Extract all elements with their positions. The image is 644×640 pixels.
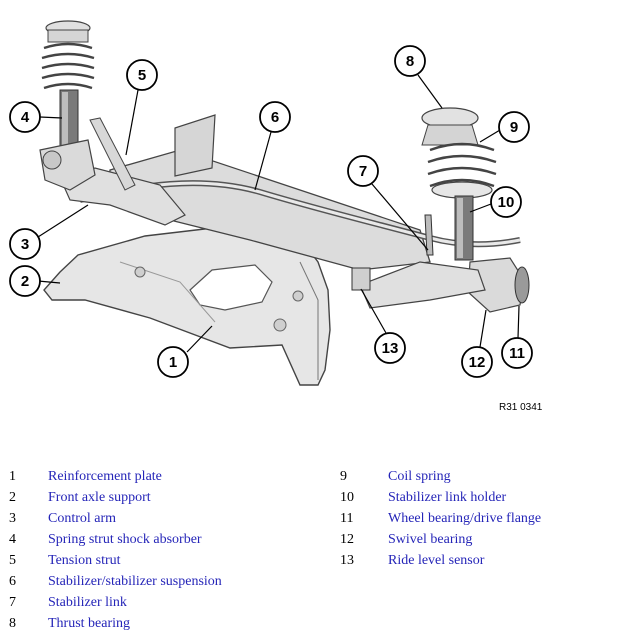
legend-label: Spring strut shock absorber xyxy=(48,532,202,547)
legend-number: 10 xyxy=(340,490,354,505)
svg-text:12: 12 xyxy=(469,354,486,371)
ride-level-sensor xyxy=(351,267,371,291)
legend-number: 8 xyxy=(9,616,16,631)
legend-number: 1 xyxy=(9,469,16,484)
legend-number: 7 xyxy=(9,595,16,610)
callout-7: 7 xyxy=(347,155,379,187)
legend-label: Reinforcement plate xyxy=(48,469,162,484)
legend-number: 4 xyxy=(9,532,16,547)
legend-label: Stabilizer link xyxy=(48,595,127,610)
callout-markers: 1 2 3 4 5 6 7 8 9 10 11 12 13 xyxy=(9,45,533,378)
svg-text:8: 8 xyxy=(406,53,414,70)
legend-number: 9 xyxy=(340,469,347,484)
legend-number: 6 xyxy=(9,574,16,589)
left-control-arm xyxy=(61,167,186,226)
legend-label: Ride level sensor xyxy=(388,553,485,568)
left-strut-assembly xyxy=(39,20,96,191)
tension-strut xyxy=(89,117,136,191)
legend-label: Tension strut xyxy=(48,553,121,568)
callout-13: 13 xyxy=(374,332,406,364)
svg-text:9: 9 xyxy=(510,119,518,136)
legend-number: 13 xyxy=(340,553,354,568)
legend-label: Coil spring xyxy=(388,469,451,484)
legend-label: Swivel bearing xyxy=(388,532,473,547)
svg-text:6: 6 xyxy=(271,109,279,126)
callout-9: 9 xyxy=(498,111,530,143)
callout-11: 11 xyxy=(501,337,533,369)
svg-text:5: 5 xyxy=(138,67,146,84)
reinforcement-plate-shape xyxy=(43,225,331,386)
svg-text:10: 10 xyxy=(498,194,515,211)
figure-reference-code: R31 0341 xyxy=(499,402,543,413)
legend-number: 5 xyxy=(9,553,16,568)
callout-4: 4 xyxy=(9,101,41,133)
callout-1: 1 xyxy=(157,346,189,378)
callout-2: 2 xyxy=(9,265,41,297)
callout-3: 3 xyxy=(9,228,41,260)
callout-6: 6 xyxy=(259,101,291,133)
legend-number: 3 xyxy=(9,511,16,526)
svg-text:7: 7 xyxy=(359,163,367,180)
svg-text:3: 3 xyxy=(21,236,29,253)
legend-label: Front axle support xyxy=(48,490,151,505)
legend-label: Control arm xyxy=(48,511,117,526)
front-axle-drawing: 1 2 3 4 5 6 7 8 9 10 11 12 13 xyxy=(9,20,533,386)
legend-number: 11 xyxy=(340,511,354,526)
svg-text:1: 1 xyxy=(169,354,177,371)
callout-12: 12 xyxy=(461,346,493,378)
callout-10: 10 xyxy=(490,186,522,218)
legend-number: 12 xyxy=(340,532,354,547)
front-axle-illustration: 1 2 3 4 5 6 7 8 9 10 11 12 13 R31 0341 xyxy=(9,20,543,413)
callout-5: 5 xyxy=(126,59,158,91)
legend-number: 2 xyxy=(9,490,16,505)
svg-text:13: 13 xyxy=(382,340,399,357)
stabilizer-link xyxy=(424,214,434,256)
right-control-arm xyxy=(359,261,486,309)
leader-lines xyxy=(37,74,520,353)
legend-label: Stabilizer/stabilizer suspension xyxy=(48,574,222,589)
svg-text:11: 11 xyxy=(509,345,525,362)
svg-text:2: 2 xyxy=(21,273,29,290)
axle-support-crossmember xyxy=(107,114,431,271)
legend-label: Wheel bearing/drive flange xyxy=(388,511,542,526)
right-strut-assembly xyxy=(421,107,530,313)
callout-8: 8 xyxy=(394,45,426,77)
legend-label: Thrust bearing xyxy=(48,616,131,631)
legend-label: Stabilizer link holder xyxy=(388,490,507,505)
svg-text:4: 4 xyxy=(21,109,30,126)
